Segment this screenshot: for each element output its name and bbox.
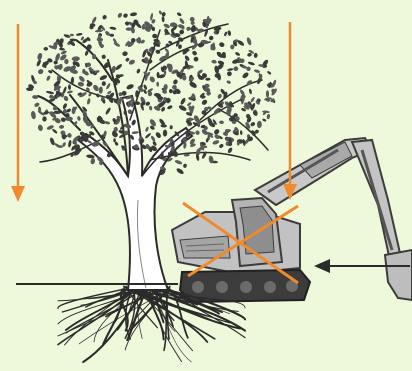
- leaf: [62, 135, 67, 138]
